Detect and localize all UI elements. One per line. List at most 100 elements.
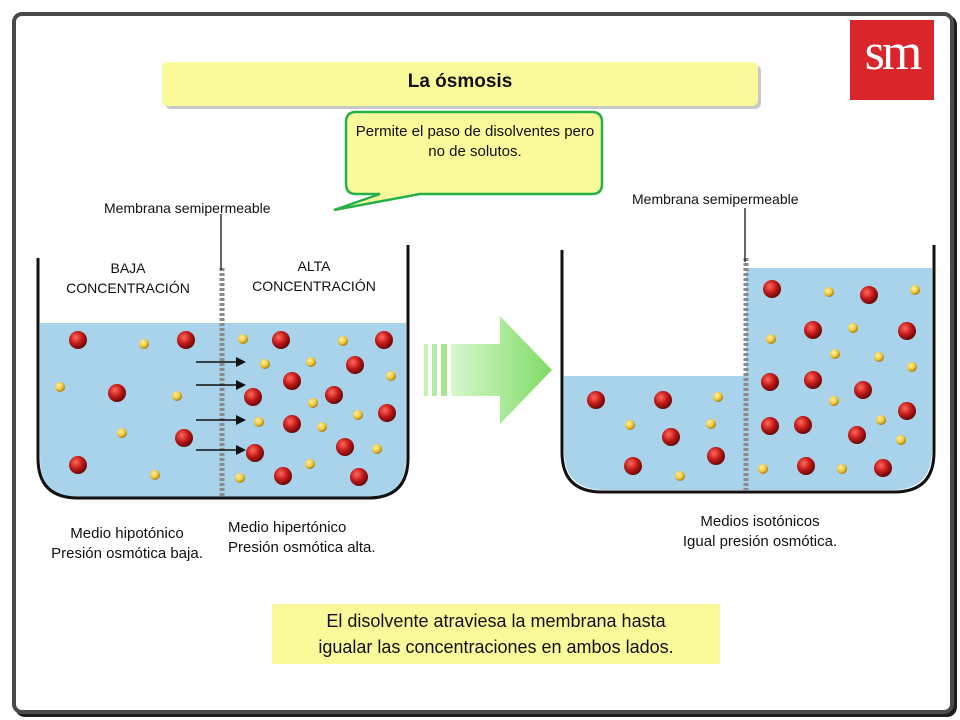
solute-large xyxy=(898,402,916,420)
solute-small xyxy=(829,396,839,406)
solute-large xyxy=(761,417,779,435)
page-title: La ósmosis xyxy=(162,62,758,106)
solute-small xyxy=(706,419,716,429)
low-concentration-line-2: CONCENTRACIÓN xyxy=(66,280,190,296)
solute-small xyxy=(372,444,382,454)
solute-small xyxy=(896,435,906,445)
solute-large xyxy=(246,444,264,462)
solute-large xyxy=(175,429,193,447)
flow-arrow xyxy=(196,445,246,455)
solute-large xyxy=(804,371,822,389)
solute-large xyxy=(874,459,892,477)
solute-small xyxy=(910,285,920,295)
flow-arrow xyxy=(196,357,246,367)
solute-small xyxy=(172,391,182,401)
hypotonic-caption: Medio hipotónico Presión osmótica baja. xyxy=(30,524,224,564)
transition-arrow xyxy=(424,316,552,424)
solute-large xyxy=(848,426,866,444)
solute-small xyxy=(306,357,316,367)
conclusion-line-1: El disolvente atraviesa la membrana hast… xyxy=(326,611,666,631)
left-solutes xyxy=(55,331,396,486)
solute-small xyxy=(117,428,127,438)
solute-large xyxy=(624,457,642,475)
solute-small xyxy=(758,464,768,474)
solute-large xyxy=(244,388,262,406)
solute-small xyxy=(766,334,776,344)
solute-small xyxy=(338,336,348,346)
solute-large xyxy=(707,447,725,465)
solute-large xyxy=(325,386,343,404)
solute-large xyxy=(763,280,781,298)
right-beaker xyxy=(560,208,936,494)
high-concentration-label: ALTA CONCENTRACIÓN xyxy=(232,256,396,296)
hypertonic-caption: Medio hipertónico Presión osmótica alta. xyxy=(228,518,412,558)
solute-small xyxy=(305,459,315,469)
solute-large xyxy=(794,416,812,434)
solute-large xyxy=(336,438,354,456)
solute-large xyxy=(274,467,292,485)
hypertonic-caption-line-1: Medio hipertónico xyxy=(228,519,347,536)
solute-large xyxy=(860,286,878,304)
isotonic-caption-line-1: Medios isotónicos xyxy=(700,513,820,530)
flow-arrow xyxy=(196,380,246,390)
solute-small xyxy=(876,415,886,425)
solute-large xyxy=(108,384,126,402)
solute-small xyxy=(874,352,884,362)
solute-small xyxy=(254,417,264,427)
solute-small xyxy=(848,323,858,333)
sm-logo: sm xyxy=(850,20,934,100)
high-concentration-line-1: ALTA xyxy=(297,258,331,274)
solute-large xyxy=(375,331,393,349)
solute-large xyxy=(761,373,779,391)
solute-large xyxy=(898,322,916,340)
solute-large xyxy=(177,331,195,349)
solute-small xyxy=(353,410,363,420)
hypotonic-caption-line-2: Presión osmótica baja. xyxy=(51,545,203,562)
solute-large xyxy=(654,391,672,409)
isotonic-caption-line-2: Igual presión osmótica. xyxy=(682,533,838,550)
solute-large xyxy=(283,372,301,390)
solute-small xyxy=(830,349,840,359)
solute-large xyxy=(283,415,301,433)
solute-small xyxy=(625,420,635,430)
left-membrane-label: Membrana semipermeable xyxy=(104,200,271,216)
solute-small xyxy=(238,334,248,344)
low-concentration-line-1: BAJA xyxy=(110,260,146,276)
solute-small xyxy=(260,359,270,369)
solute-large xyxy=(272,331,290,349)
solute-large xyxy=(804,321,822,339)
solute-small xyxy=(317,422,327,432)
solute-large xyxy=(587,391,605,409)
solute-large xyxy=(69,331,87,349)
osmosis-arrows xyxy=(196,357,246,455)
solute-small xyxy=(824,287,834,297)
right-membrane-label: Membrana semipermeable xyxy=(632,191,799,207)
solute-small xyxy=(55,382,65,392)
hypertonic-caption-line-2: Presión osmótica alta. xyxy=(228,539,376,556)
solute-large xyxy=(346,356,364,374)
solute-small xyxy=(837,464,847,474)
hypotonic-caption-line-1: Medio hipotónico xyxy=(70,525,184,542)
solute-large xyxy=(378,404,396,422)
solute-small xyxy=(308,398,318,408)
high-concentration-line-2: CONCENTRACIÓN xyxy=(252,278,376,294)
flow-arrow xyxy=(196,415,246,425)
left-beaker-glass xyxy=(36,245,410,500)
low-concentration-label: BAJA CONCENTRACIÓN xyxy=(46,258,210,298)
left-beaker xyxy=(36,214,410,500)
right-solutes xyxy=(587,280,920,481)
solute-large xyxy=(662,428,680,446)
solute-small xyxy=(139,339,149,349)
solute-small xyxy=(713,392,723,402)
solute-small xyxy=(675,471,685,481)
right-beaker-glass xyxy=(560,245,936,494)
conclusion-note: El disolvente atraviesa la membrana hast… xyxy=(272,604,720,664)
solute-small xyxy=(150,470,160,480)
solute-large xyxy=(350,468,368,486)
callout-text: Permite el paso de disolventes pero no d… xyxy=(355,123,595,160)
callout-bubble xyxy=(333,110,604,212)
solute-small xyxy=(907,362,917,372)
solute-large xyxy=(854,381,872,399)
solute-large xyxy=(69,456,87,474)
